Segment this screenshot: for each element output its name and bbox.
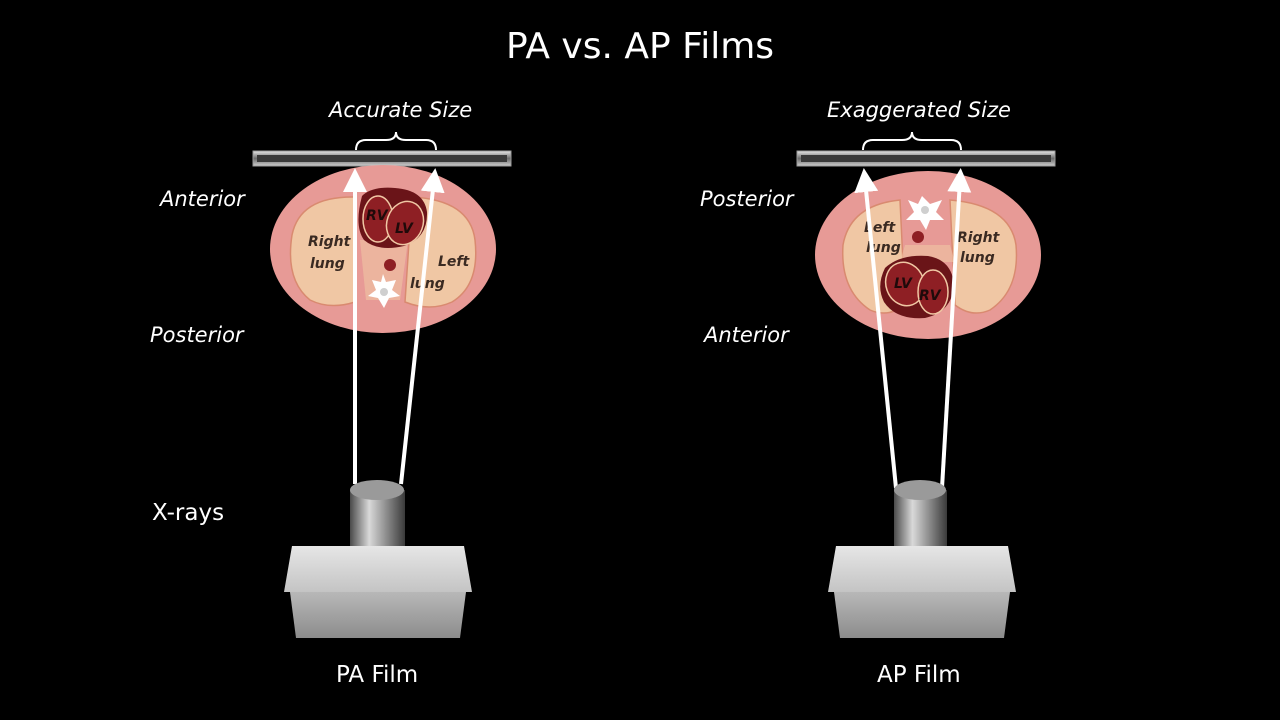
ap-film-label: AP Film <box>877 662 961 688</box>
pa-left-lung-label-1: Left <box>438 254 471 270</box>
aorta-icon <box>384 259 396 271</box>
ap-lv-label: LV <box>894 276 913 292</box>
ap-right-lung-shape <box>949 199 1018 314</box>
pa-mediastinum <box>360 240 408 300</box>
pa-left-lung-label-2: lung <box>410 276 445 292</box>
pa-right-lung-label-1: Right <box>308 234 352 250</box>
pa-rv-label: RV <box>366 208 389 224</box>
pa-right-lung-label-2: lung <box>310 256 345 272</box>
ap-rv-label: RV <box>919 288 942 304</box>
ap-right-lung-label-1: Right <box>957 230 1001 246</box>
ap-size-label: Exaggerated Size <box>827 98 1011 122</box>
pa-top-side-label: Anterior <box>160 187 245 211</box>
pa-right-lung-shape <box>289 196 356 307</box>
xray-tube-icon <box>284 480 472 638</box>
pa-size-brace <box>355 131 437 151</box>
page-title: PA vs. AP Films <box>505 26 775 67</box>
pa-bottom-side-label: Posterior <box>150 323 244 347</box>
aorta-icon <box>912 231 924 243</box>
ap-right-lung-label-2: lung <box>960 250 995 266</box>
ap-beam-right <box>940 168 972 489</box>
ap-left-lung-label-2: lung <box>866 240 901 256</box>
pa-size-label: Accurate Size <box>329 98 473 122</box>
ap-diagram: LV RV Left lung Right lung <box>796 131 1056 638</box>
ap-bottom-side-label: Anterior <box>704 323 789 347</box>
pa-film-label: PA Film <box>336 662 419 688</box>
ap-beam-left <box>854 168 898 489</box>
ap-size-brace <box>862 131 962 151</box>
xray-tube-icon <box>828 480 1016 638</box>
xray-source-label: X-rays <box>152 500 225 526</box>
pa-diagram: RV LV Right lung Left lung <box>252 131 512 638</box>
pa-beam-right <box>399 168 445 485</box>
ap-top-side-label: Posterior <box>700 187 794 211</box>
pa-lv-label: LV <box>395 221 414 237</box>
